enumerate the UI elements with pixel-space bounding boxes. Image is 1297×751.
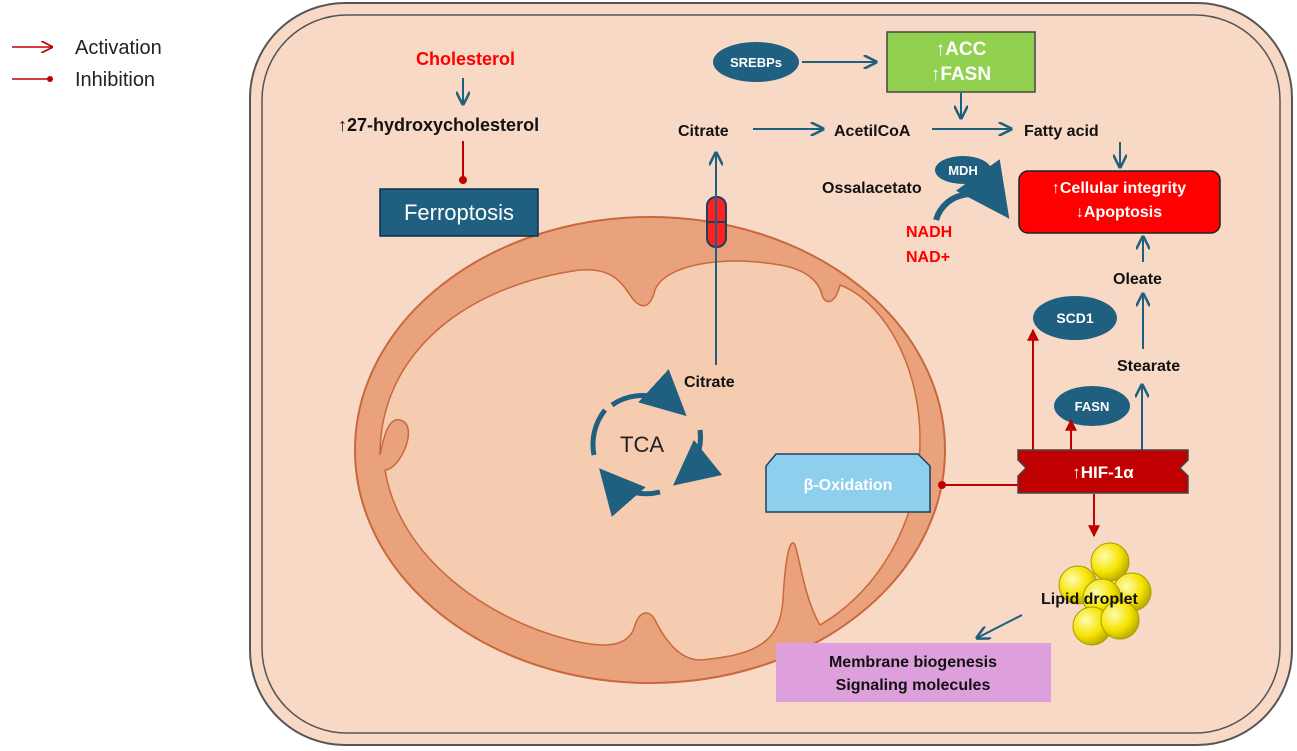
mito-citrate-label: Citrate xyxy=(684,374,735,391)
tca-arc-2 xyxy=(672,429,723,486)
nadh-label: NADH xyxy=(906,224,952,241)
lipid-droplet-icon xyxy=(1058,542,1152,646)
fasn-label: FASN xyxy=(1075,399,1110,414)
acetilcoa-label: AcetilCoA xyxy=(834,123,911,140)
inhibition-legend-label: Inhibition xyxy=(75,69,155,91)
membrane-biogenesis-box: Membrane biogenesis Signaling molecules xyxy=(776,643,1051,702)
tca-arc-1 xyxy=(610,369,687,417)
scd1-label: SCD1 xyxy=(1056,310,1094,326)
mdh-node: MDH xyxy=(935,156,991,184)
signaling-molecules-label: Signaling molecules xyxy=(836,677,991,694)
ferroptosis-label: Ferroptosis xyxy=(404,200,514,225)
apoptosis-label: ↓Apoptosis xyxy=(1076,204,1162,221)
tca-arc-3 xyxy=(599,468,661,517)
beta-oxidation-box: β-Oxidation xyxy=(765,453,931,513)
mdh-label: MDH xyxy=(948,163,978,178)
lipid-droplet-label: Lipid droplet xyxy=(1041,591,1139,608)
tca-label: TCA xyxy=(620,432,664,457)
activation-legend-label: Activation xyxy=(75,37,162,59)
nad-label: NAD+ xyxy=(906,249,950,266)
fasn-top-label: ↑FASN xyxy=(931,64,991,85)
tca-cycle: TCA xyxy=(590,369,723,517)
fasn-node: FASN xyxy=(1054,386,1130,426)
stearate-label: Stearate xyxy=(1117,358,1180,375)
hif-box: ↑HIF-1α xyxy=(1017,449,1189,494)
mitochondrion-inner xyxy=(379,260,921,661)
acc-fasn-box: ↑ACC ↑FASN xyxy=(886,31,1036,93)
oleate-label: Oleate xyxy=(1113,271,1162,288)
cholesterol-label: Cholesterol xyxy=(416,49,515,69)
beta-oxidation-label: β-Oxidation xyxy=(804,477,893,494)
mitochondrion xyxy=(354,216,946,684)
cellular-integrity-label: ↑Cellular integrity xyxy=(1052,180,1186,197)
acc-label: ↑ACC xyxy=(936,39,987,60)
scd1-node: SCD1 xyxy=(1033,296,1117,340)
ossalacetato-label: Ossalacetato xyxy=(822,180,922,197)
mdh-reaction-arrow xyxy=(933,159,1010,222)
lipid-to-membrane-arrow xyxy=(977,614,1023,638)
ferroptosis-box: Ferroptosis xyxy=(379,188,539,237)
fatty-acid-label: Fatty acid xyxy=(1024,123,1099,140)
cellular-integrity-box: ↑Cellular integrity ↓Apoptosis xyxy=(1018,170,1221,234)
legend: Activation Inhibition xyxy=(12,37,162,91)
citrate-transporter xyxy=(706,153,727,365)
srebps-node: SREBPs xyxy=(713,42,799,82)
membrane-biogenesis-label: Membrane biogenesis xyxy=(829,654,997,671)
tca-arc-4 xyxy=(590,408,608,456)
hif-label: ↑HIF-1α xyxy=(1072,463,1134,482)
hydroxycholesterol-label: ↑27-hydroxycholesterol xyxy=(338,115,539,135)
srebps-label: SREBPs xyxy=(730,55,782,70)
citrate-label: Citrate xyxy=(678,123,729,140)
